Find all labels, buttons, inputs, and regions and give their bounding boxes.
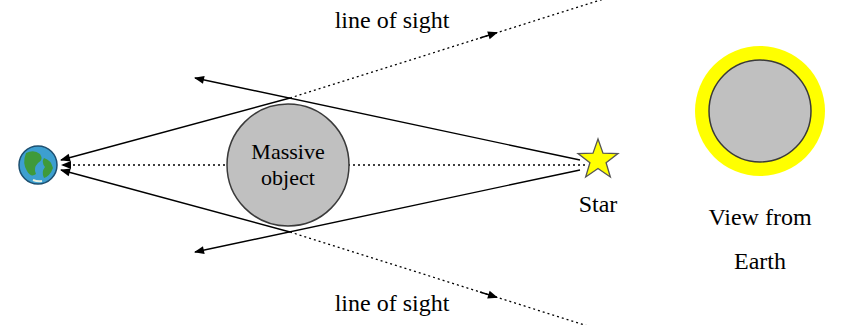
node-text: View from Earth <box>690 195 830 283</box>
earth-globe <box>19 146 57 184</box>
sight-line <box>290 232 610 325</box>
earth-view-disc-outline <box>690 45 830 177</box>
massive-object: Massive object <box>226 103 350 227</box>
sight-label: line of sight <box>333 289 452 317</box>
star-shape: Star <box>560 136 636 226</box>
star-shape-outline <box>560 136 636 186</box>
sight-line <box>290 0 610 98</box>
node-text: Massive object <box>240 139 336 191</box>
sight-label: line of sight <box>333 6 452 34</box>
sight-arrow <box>480 292 497 297</box>
node-text: Star <box>560 190 636 218</box>
sight-arrow <box>480 33 497 38</box>
earth-view-disc: View from Earth <box>690 45 830 295</box>
